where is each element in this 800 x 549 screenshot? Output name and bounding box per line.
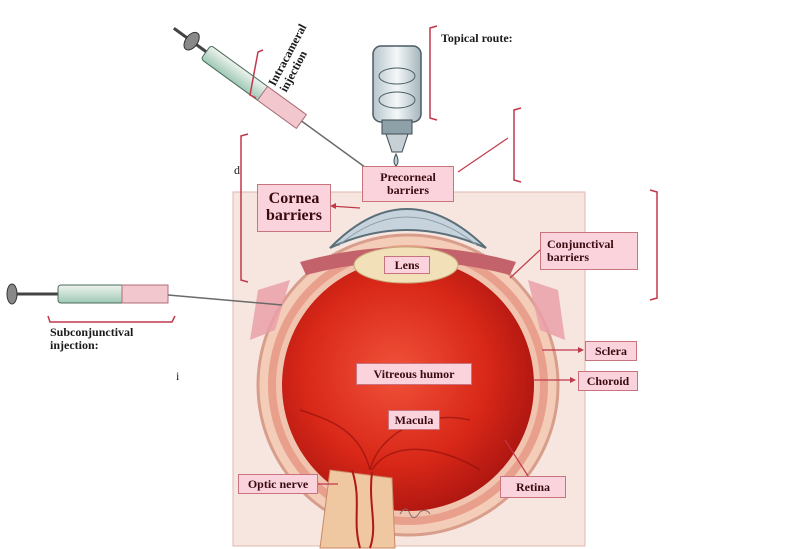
intracameral-syringe <box>172 27 375 175</box>
conjunctival-barriers-label: Conjunctival barriers <box>540 232 638 270</box>
subconjunctival-injection-label: Subconjunctival injection: <box>50 325 134 353</box>
sclera-label: Sclera <box>585 341 637 361</box>
left-fragment-2: i <box>176 369 180 383</box>
precorneal-barriers-label: Precorneal barriers <box>362 166 454 202</box>
optic-nerve-label: Optic nerve <box>238 474 318 494</box>
cornea-barriers-label: Cornea barriers <box>257 184 331 232</box>
signature <box>399 508 431 518</box>
macula-label: Macula <box>388 410 440 430</box>
ciliary-right <box>528 280 565 340</box>
lens-label: Lens <box>384 256 430 274</box>
subconjunctival-syringe <box>6 283 283 306</box>
left-fragment-1: d <box>234 163 240 177</box>
retina-label: Retina <box>500 476 566 498</box>
vitreous-humor-label: Vitreous humor <box>356 363 472 385</box>
choroid-label: Choroid <box>578 371 638 391</box>
cornea-shape <box>329 208 487 249</box>
topical-route-label: Topical route: <box>441 31 513 45</box>
vitreous-shape <box>282 259 534 511</box>
ciliary-left <box>250 280 290 340</box>
eye-drop-bottle <box>372 45 422 167</box>
